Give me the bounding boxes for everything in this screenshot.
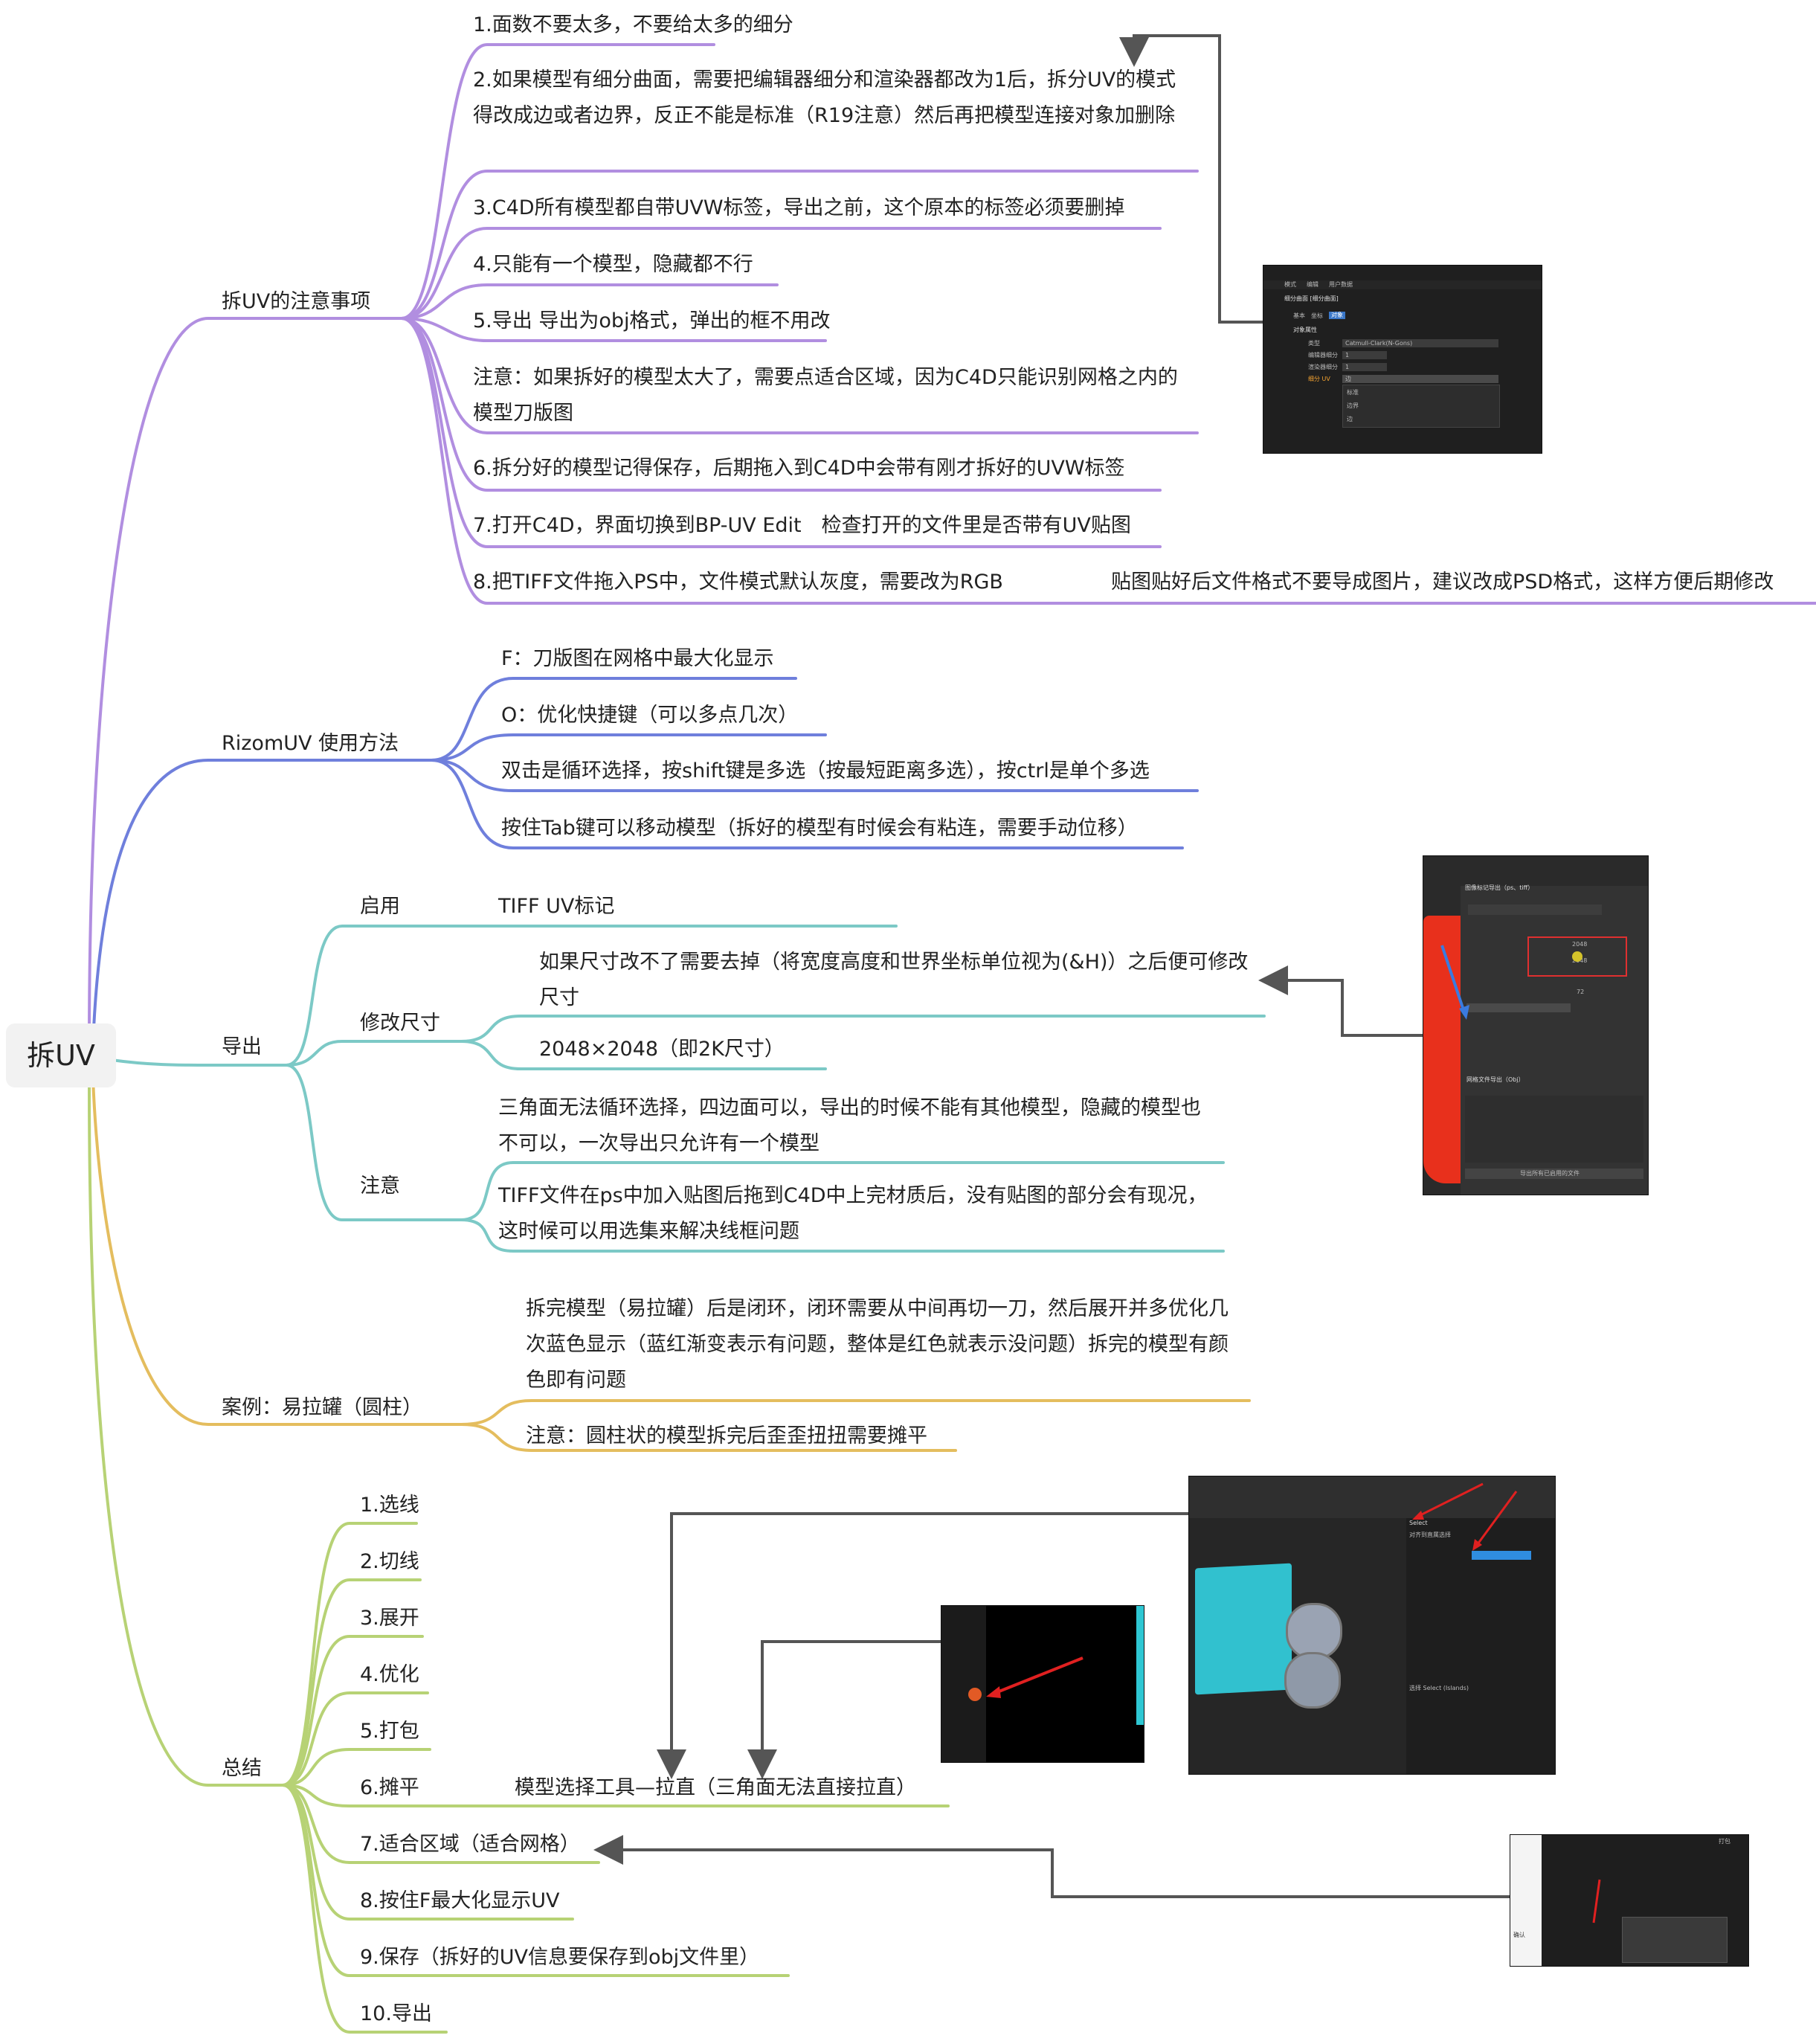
screenshot-rizom-pack: 确认 打包 xyxy=(1510,1834,1749,1967)
subdiv-type-value: Catmull-Clark(N-Gons) xyxy=(1345,340,1413,347)
edge-rizom xyxy=(91,759,433,1047)
branch-rizom-label[interactable]: RizomUV 使用方法 xyxy=(222,732,399,755)
notes-item-5[interactable]: 5.导出 导出为obj格式，弹出的框不用改 xyxy=(473,309,831,332)
notes-item-7[interactable]: 7.打开C4D，界面切换到BP-UV Edit 检查打开的文件里是否带有UV贴图 xyxy=(473,514,1131,537)
screenshot-rizom-select: Select 对齐到直属选择 选择 Select (Islands) xyxy=(1188,1476,1556,1775)
notes-item-8-extra[interactable]: 贴图贴好后文件格式不要导成图片，建议改成PSD格式，这样方便后期修改 xyxy=(1111,571,1774,594)
edge-case xyxy=(91,1077,463,1426)
export-note-label[interactable]: 注意 xyxy=(360,1174,400,1198)
summary-item-3[interactable]: 3.展开 xyxy=(360,1607,419,1630)
rizom-tool-red-arrow xyxy=(986,1656,1084,1698)
rizom-pack-red-arrow xyxy=(1592,1879,1601,1924)
export-enable-label[interactable]: 启用 xyxy=(360,895,400,918)
edge-export xyxy=(110,1058,288,1067)
summary-flatten-tool[interactable]: 模型选择工具—拉直（三角面无法直接拉直） xyxy=(515,1776,916,1799)
branch-export-label[interactable]: 导出 xyxy=(222,1035,262,1058)
export-resize-item-1[interactable]: 如果尺寸改不了需要去掉（将宽度高度和世界坐标单位视为(&H)）之后便可修改尺寸 xyxy=(539,951,1249,1009)
branch-summary-label[interactable]: 总结 xyxy=(222,1757,262,1780)
rizom-pack-panel: 打包 xyxy=(1719,1838,1730,1845)
rizom-item-2[interactable]: O：优化快捷键（可以多点几次） xyxy=(501,704,799,727)
notes-item-1[interactable]: 1.面数不要太多，不要给太多的细分 xyxy=(473,13,793,36)
export-resize-item-2[interactable]: 2048×2048（即2K尺寸） xyxy=(539,1038,785,1061)
screenshot-rizom-tool xyxy=(941,1605,1144,1763)
summary-item-2[interactable]: 2.切线 xyxy=(360,1550,419,1573)
summary-item-4[interactable]: 4.优化 xyxy=(360,1663,419,1686)
export-resize-label[interactable]: 修改尺寸 xyxy=(360,1012,440,1035)
edge-summary xyxy=(88,1084,284,1787)
rizom-select-panel: Select xyxy=(1409,1520,1428,1526)
subdiv-row-render: 渲染器细分 xyxy=(1308,364,1338,370)
subdiv-render-value: 1 xyxy=(1345,364,1350,370)
rizom-select-tool: 对齐到直属选择 xyxy=(1409,1532,1451,1538)
case-item-2[interactable]: 注意：圆柱状的模型拆完后歪歪扭扭需要摊平 xyxy=(526,1424,927,1447)
rizom-select-red-arrows xyxy=(1412,1482,1518,1551)
export-ppi: 72 xyxy=(1577,989,1585,995)
export-all-button: 导出所有已启用的文件 xyxy=(1520,1170,1580,1177)
rizom-item-1[interactable]: F：刀版图在网格中最大化显示 xyxy=(501,647,774,670)
rizom-select-group: 选择 Select (Islands) xyxy=(1409,1685,1469,1691)
subdiv-tab-coord: 坐标 xyxy=(1311,312,1323,319)
summary-item-10[interactable]: 10.导出 xyxy=(360,2002,432,2025)
export-note-item-1[interactable]: 三角面无法循环选择，四边面可以，导出的时候不能有其他模型，隐藏的模型也不可以，一… xyxy=(498,1096,1201,1155)
export-dialog-header: 图像标记导出（ps、tiff） xyxy=(1465,884,1534,891)
export-note-item-2[interactable]: TIFF文件在ps中加入贴图后拖到C4D中上完材质后，没有贴图的部分会有现况，这… xyxy=(498,1184,1208,1243)
subdiv-title: 细分曲面 [细分曲面] xyxy=(1284,295,1339,302)
summary-item-9[interactable]: 9.保存（拆好的UV信息要保存到obj文件里） xyxy=(360,1946,760,1969)
export-size-w: 2048 xyxy=(1572,941,1588,948)
export-blue-arrow xyxy=(1440,945,1469,1020)
rizom-item-3[interactable]: 双击是循环选择，按shift键是多选（按最短距离多选），按ctrl是单个多选 xyxy=(501,759,1150,782)
screenshot-c4d-subdiv: 模式 编辑 用户数据 细分曲面 [细分曲面] 基本 坐标 对象 对象属性 类型 … xyxy=(1263,265,1542,454)
summary-item-7[interactable]: 7.适合区域（适合网格） xyxy=(360,1833,580,1856)
branch-case-label[interactable]: 案例：易拉罐（圆柱） xyxy=(222,1396,422,1419)
notes-item-8[interactable]: 8.把TIFF文件拖入PS中，文件模式默认灰度，需要改为RGB xyxy=(473,571,1003,594)
export-enable-value[interactable]: TIFF UV标记 xyxy=(498,895,615,918)
export-section2: 网格文件导出（Obj） xyxy=(1466,1076,1524,1083)
notes-item-3[interactable]: 3.C4D所有模型都自带UVW标签，导出之前，这个原本的标签必须要删掉 xyxy=(473,196,1125,219)
subdiv-section: 对象属性 xyxy=(1293,327,1317,333)
notes-item-note[interactable]: 注意：如果拆好的模型太大了，需要点适合区域，因为C4D只能识别网格之内的模型刀版… xyxy=(473,366,1178,425)
rizom-pack-button: 确认 xyxy=(1513,1932,1525,1938)
subdiv-row-type: 类型 xyxy=(1308,340,1320,347)
notes-item-2[interactable]: 2.如果模型有细分曲面，需要把编辑器细分和渲染器都改为1后，拆分UV的模式得改成… xyxy=(473,68,1176,127)
branch-notes-label[interactable]: 拆UV的注意事项 xyxy=(222,290,371,313)
summary-item-6[interactable]: 6.摊平 xyxy=(360,1776,419,1799)
subdiv-option-edge: 边 xyxy=(1347,416,1353,422)
subdiv-row-uv: 细分 UV xyxy=(1308,376,1330,382)
subdiv-row-editor: 编辑器细分 xyxy=(1308,352,1338,359)
subdiv-tab-object: 对象 xyxy=(1329,312,1345,319)
rizom-item-4[interactable]: 按住Tab键可以移动模型（拆好的模型有时候会有粘连，需要手动位移） xyxy=(501,817,1138,840)
subdiv-editor-value: 1 xyxy=(1345,352,1350,359)
subdiv-option-boundary: 边界 xyxy=(1347,402,1359,409)
screenshot-export-dialog: 图像标记导出（ps、tiff） 2048 2048 72 网格文件导出（Obj）… xyxy=(1423,855,1649,1195)
summary-item-1[interactable]: 1.选线 xyxy=(360,1494,419,1517)
subdiv-uv-value: 边 xyxy=(1345,376,1351,382)
subdiv-tab-userdata: 用户数据 xyxy=(1329,281,1353,288)
case-item-1[interactable]: 拆完模型（易拉罐）后是闭环，闭环需要从中间再切一刀，然后展开并多优化几次蓝色显示… xyxy=(526,1297,1229,1392)
subdiv-option-standard: 标准 xyxy=(1347,389,1359,396)
root-topic[interactable]: 拆UV xyxy=(6,1023,116,1087)
notes-item-6[interactable]: 6.拆分好的模型记得保存，后期拖入到C4D中会带有刚才拆好的UVW标签 xyxy=(473,457,1125,480)
notes-item-4[interactable]: 4.只能有一个模型，隐藏都不行 xyxy=(473,253,753,276)
subdiv-tab-basic: 基本 xyxy=(1293,312,1305,319)
subdiv-tab-edit: 编辑 xyxy=(1307,281,1318,288)
subdiv-tab-mode: 模式 xyxy=(1284,281,1296,288)
summary-item-8[interactable]: 8.按住F最大化显示UV xyxy=(360,1889,560,1912)
summary-item-5[interactable]: 5.打包 xyxy=(360,1720,419,1743)
edge-notes xyxy=(88,317,403,1047)
